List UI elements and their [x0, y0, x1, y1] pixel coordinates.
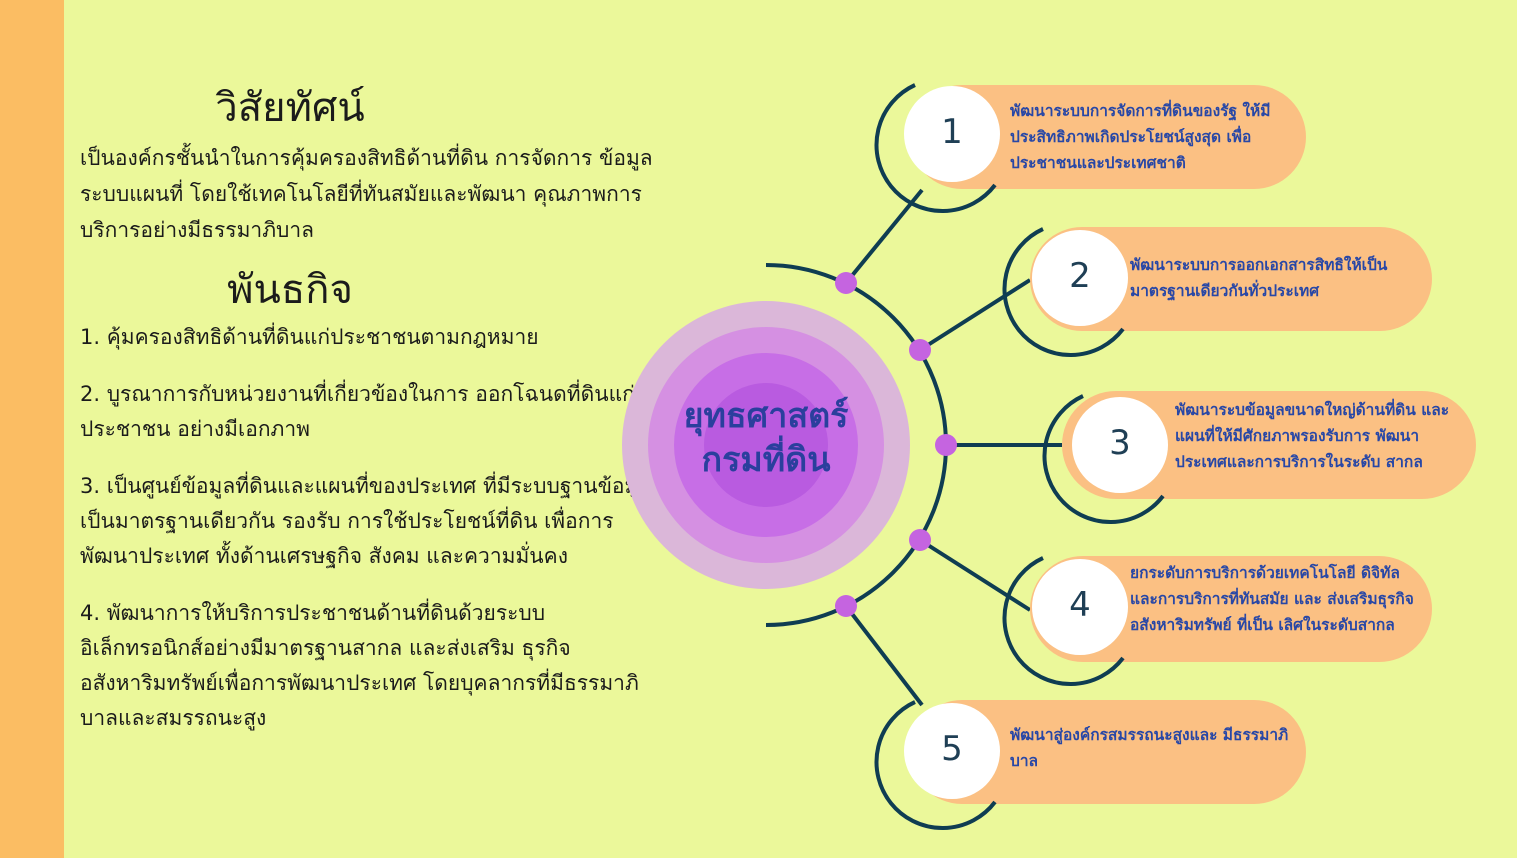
pill-4	[1030, 556, 1432, 662]
mission-item: 1. คุ้มครองสิทธิด้านที่ดินแก่ประชาชนตามก…	[80, 325, 539, 349]
strategy-text-4: ยกระดับการบริการด้วยเทคโนโลยี ดิจิทัลและ…	[1130, 564, 1414, 634]
number-circle-2	[1002, 227, 1128, 357]
strategy-number-5: 5	[941, 729, 963, 769]
mission-item: 4. พัฒนาการให้บริการประชาชนด้านที่ดินด้ว…	[80, 601, 639, 730]
pill-3	[1062, 391, 1476, 499]
node-5	[835, 595, 857, 617]
center-title: ยุทธศาสตร์ กรมที่ดิน	[622, 394, 910, 482]
pill-1	[910, 85, 1306, 189]
left-column: วิสัยทัศน์ เป็นองค์กรชั้นนำในการคุ้มครอง…	[80, 84, 660, 758]
node-2	[909, 339, 931, 361]
strategy-number-2: 2	[1069, 256, 1091, 296]
strategy-number-3: 3	[1109, 423, 1131, 463]
connector-1	[844, 188, 924, 285]
pill-5	[910, 700, 1306, 804]
center-circle-core	[704, 383, 828, 507]
strategy-text-1: พัฒนาระบบการจัดการที่ดินของรัฐ ให้มีประส…	[1010, 102, 1271, 172]
connector-2	[918, 278, 1032, 352]
strategy-text-2: พัฒนาระบบการออกเอกสารสิทธิให้เป็น มาตรฐา…	[1130, 256, 1388, 300]
node-3	[935, 434, 957, 456]
vision-heading: วิสัยทัศน์	[215, 85, 365, 131]
center-title-line-1: ยุทธศาสตร์	[683, 396, 849, 436]
mission-item: 2. บูรณาการกับหน่วยงานที่เกี่ยวข้องในการ…	[80, 382, 635, 441]
number-circle-3	[1042, 394, 1168, 524]
number-circle-4	[1002, 556, 1128, 686]
node-4	[909, 529, 931, 551]
side-accent-stripe	[0, 0, 64, 858]
strategy-diagram: ยุทธศาสตร์ กรมที่ดิน 1 พัฒนาระบบการจัดกา…	[600, 40, 1517, 840]
strategy-diagram-graphic	[622, 83, 1476, 830]
connector-5	[844, 604, 924, 707]
pill-2	[1030, 227, 1432, 331]
strategy-text-5: พัฒนาสู่องค์กรสมรรถนะสูงและ มีธรรมาภิบาล	[1010, 726, 1289, 770]
mission-item: 3. เป็นศูนย์ข้อมูลที่ดินและแผนที่ของประเ…	[80, 474, 652, 568]
strategy-text-3: พัฒนาระบข้อมูลขนาดใหญ่ด้านที่ดิน และแผนท…	[1175, 401, 1450, 471]
connector-4	[918, 538, 1032, 612]
vision-text: เป็นองค์กรชั้นนำในการคุ้มครองสิทธิด้านที…	[80, 146, 653, 242]
strategy-number-4: 4	[1069, 585, 1091, 625]
center-title-line-2: กรมที่ดิน	[701, 440, 831, 480]
node-1	[835, 272, 857, 294]
mission-heading: พันธกิจ	[227, 267, 353, 313]
mission-list: 1. คุ้มครองสิทธิด้านที่ดินแก่ประชาชนตามก…	[80, 320, 660, 736]
strategy-number-1: 1	[941, 112, 963, 152]
number-circle-1	[874, 83, 1000, 213]
number-circle-5	[874, 700, 1000, 830]
